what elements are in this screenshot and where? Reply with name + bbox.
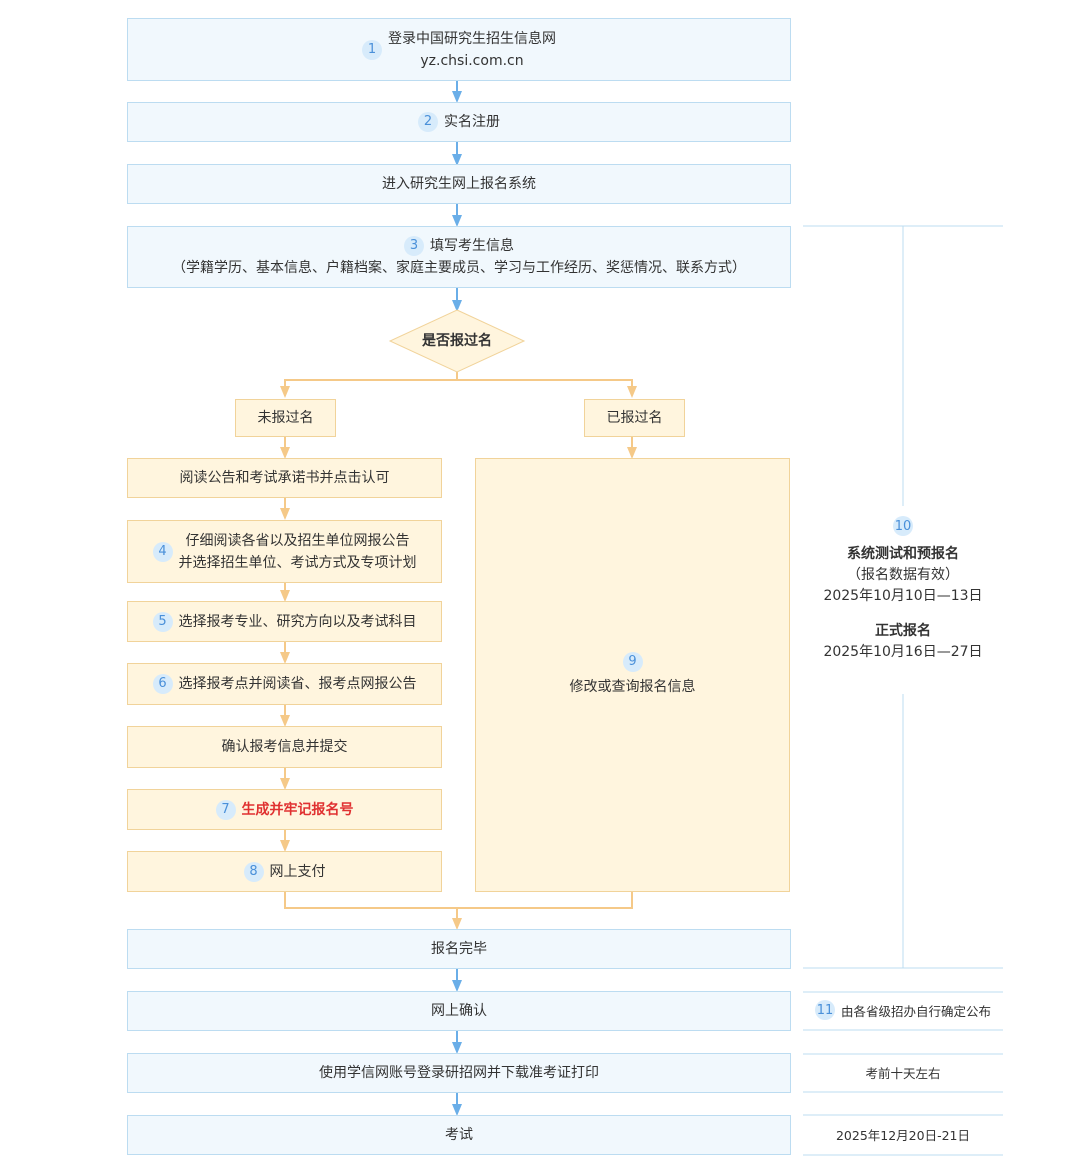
step-8-payment: 8 网上支付 [127, 851, 442, 892]
pre-registration-title: 系统测试和预报名 [847, 546, 959, 562]
merge-line-left [284, 892, 457, 909]
step-4-line2: 并选择招生单位、考试方式及专项计划 [178, 554, 417, 571]
step-5-select-major: 5 选择报考专业、研究方向以及考试科目 [127, 601, 442, 642]
exam-date-label: 2025年12月20日-21日 [835, 1128, 971, 1143]
step-print-ticket: 使用学信网账号登录研招网并下载准考证打印 [127, 1053, 791, 1093]
step-enter-system: 进入研究生网上报名系统 [127, 164, 791, 204]
step-2-label: 实名注册 [444, 114, 500, 130]
decision-label: 是否报过名 [390, 330, 524, 352]
step-confirm-submit: 确认报考信息并提交 [127, 726, 442, 768]
step-6-label: 选择报考点并阅读省、报考点网报公告 [178, 676, 417, 692]
formal-registration-date: 2025年10月16日—27日 [823, 644, 983, 660]
step-4-select-unit: 4 仔细阅读各省以及招生单位网报公告 并选择招生单位、考试方式及专项计划 [127, 520, 442, 583]
step-1-url: yz.chsi.com.cn [420, 52, 524, 69]
step-3-detail: （学籍学历、基本信息、户籍档案、家庭主要成员、学习与工作经历、奖惩情况、联系方式… [172, 260, 746, 276]
step-9-label: 修改或查询报名信息 [569, 679, 696, 695]
pre-registration-date: 2025年10月10日—13日 [823, 588, 983, 604]
step-6-select-site: 6 选择报考点并阅读省、报考点网报公告 [127, 663, 442, 705]
print-ticket-label: 使用学信网账号登录研招网并下载准考证打印 [319, 1065, 599, 1081]
step-number-badge: 1 [362, 39, 382, 60]
step-number-badge: 8 [243, 861, 264, 882]
registered-label: 已报过名 [606, 410, 663, 426]
merge-line-right [457, 892, 633, 909]
step-number-badge: 4 [152, 541, 173, 562]
online-confirm-label: 网上确认 [431, 1003, 487, 1019]
step-3-title: 填写考生信息 [430, 238, 514, 254]
decision-diamond [388, 309, 526, 373]
step-number-badge: 11 [814, 1000, 835, 1020]
step-exam: 考试 [127, 1115, 791, 1155]
step-4-line1: 仔细阅读各省以及招生单位网报公告 [185, 532, 410, 549]
step-1-login: 1 登录中国研究生招生信息网 yz.chsi.com.cn [127, 18, 791, 81]
step-3-fill-info: 3 填写考生信息 （学籍学历、基本信息、户籍档案、家庭主要成员、学习与工作经历、… [127, 226, 791, 288]
branch-registered: 已报过名 [584, 399, 685, 437]
step-number-badge: 10 [893, 516, 913, 536]
step-9-modify-query: 9 修改或查询报名信息 [475, 458, 790, 892]
confirm-submit-label: 确认报考信息并提交 [221, 739, 348, 755]
formal-registration-title: 正式报名 [875, 623, 931, 639]
step-number-badge: 3 [404, 236, 424, 256]
side-registration-period: 10 系统测试和预报名 （报名数据有效） 2025年10月10日—13日 正式报… [803, 516, 1003, 663]
exam-label: 考试 [445, 1127, 473, 1143]
side-print-timing: 考前十天左右 [803, 1063, 1003, 1082]
not-registered-label: 未报过名 [257, 410, 314, 426]
step-7-label: 生成并牢记报名号 [241, 801, 354, 818]
step-number-badge: 5 [152, 611, 173, 632]
step-number-badge: 7 [215, 799, 236, 820]
read-notice-label: 阅读公告和考试承诺书并点击认可 [179, 470, 390, 486]
step-2-register: 2 实名注册 [127, 102, 791, 142]
enter-system-label: 进入研究生网上报名系统 [382, 176, 536, 192]
step-number-badge: 2 [418, 112, 438, 132]
before-exam-label: 考前十天左右 [865, 1066, 941, 1081]
branch-line-right [457, 379, 637, 398]
step-1-title: 登录中国研究生招生信息网 [388, 30, 556, 47]
step-7-registration-number: 7 生成并牢记报名号 [127, 789, 442, 830]
branch-line [280, 372, 458, 398]
step-read-notice: 阅读公告和考试承诺书并点击认可 [127, 458, 442, 498]
step-5-label: 选择报考专业、研究方向以及考试科目 [178, 613, 417, 630]
step-8-label: 网上支付 [269, 863, 326, 880]
step-number-badge: 6 [152, 674, 173, 694]
step-online-confirm: 网上确认 [127, 991, 791, 1031]
step-number-badge: 9 [622, 652, 643, 672]
decision-text: 是否报过名 [422, 333, 492, 349]
step-complete: 报名完毕 [127, 929, 791, 969]
side-exam-date: 2025年12月20日-21日 [803, 1125, 1003, 1144]
complete-label: 报名完毕 [431, 941, 487, 957]
side-s11-label: 由各省级招办自行确定公布 [840, 1003, 991, 1019]
branch-not-registered: 未报过名 [235, 399, 336, 437]
side-online-confirm-note: 11 由各省级招办自行确定公布 [803, 1000, 1003, 1020]
pre-registration-note: （报名数据有效） [847, 567, 959, 583]
